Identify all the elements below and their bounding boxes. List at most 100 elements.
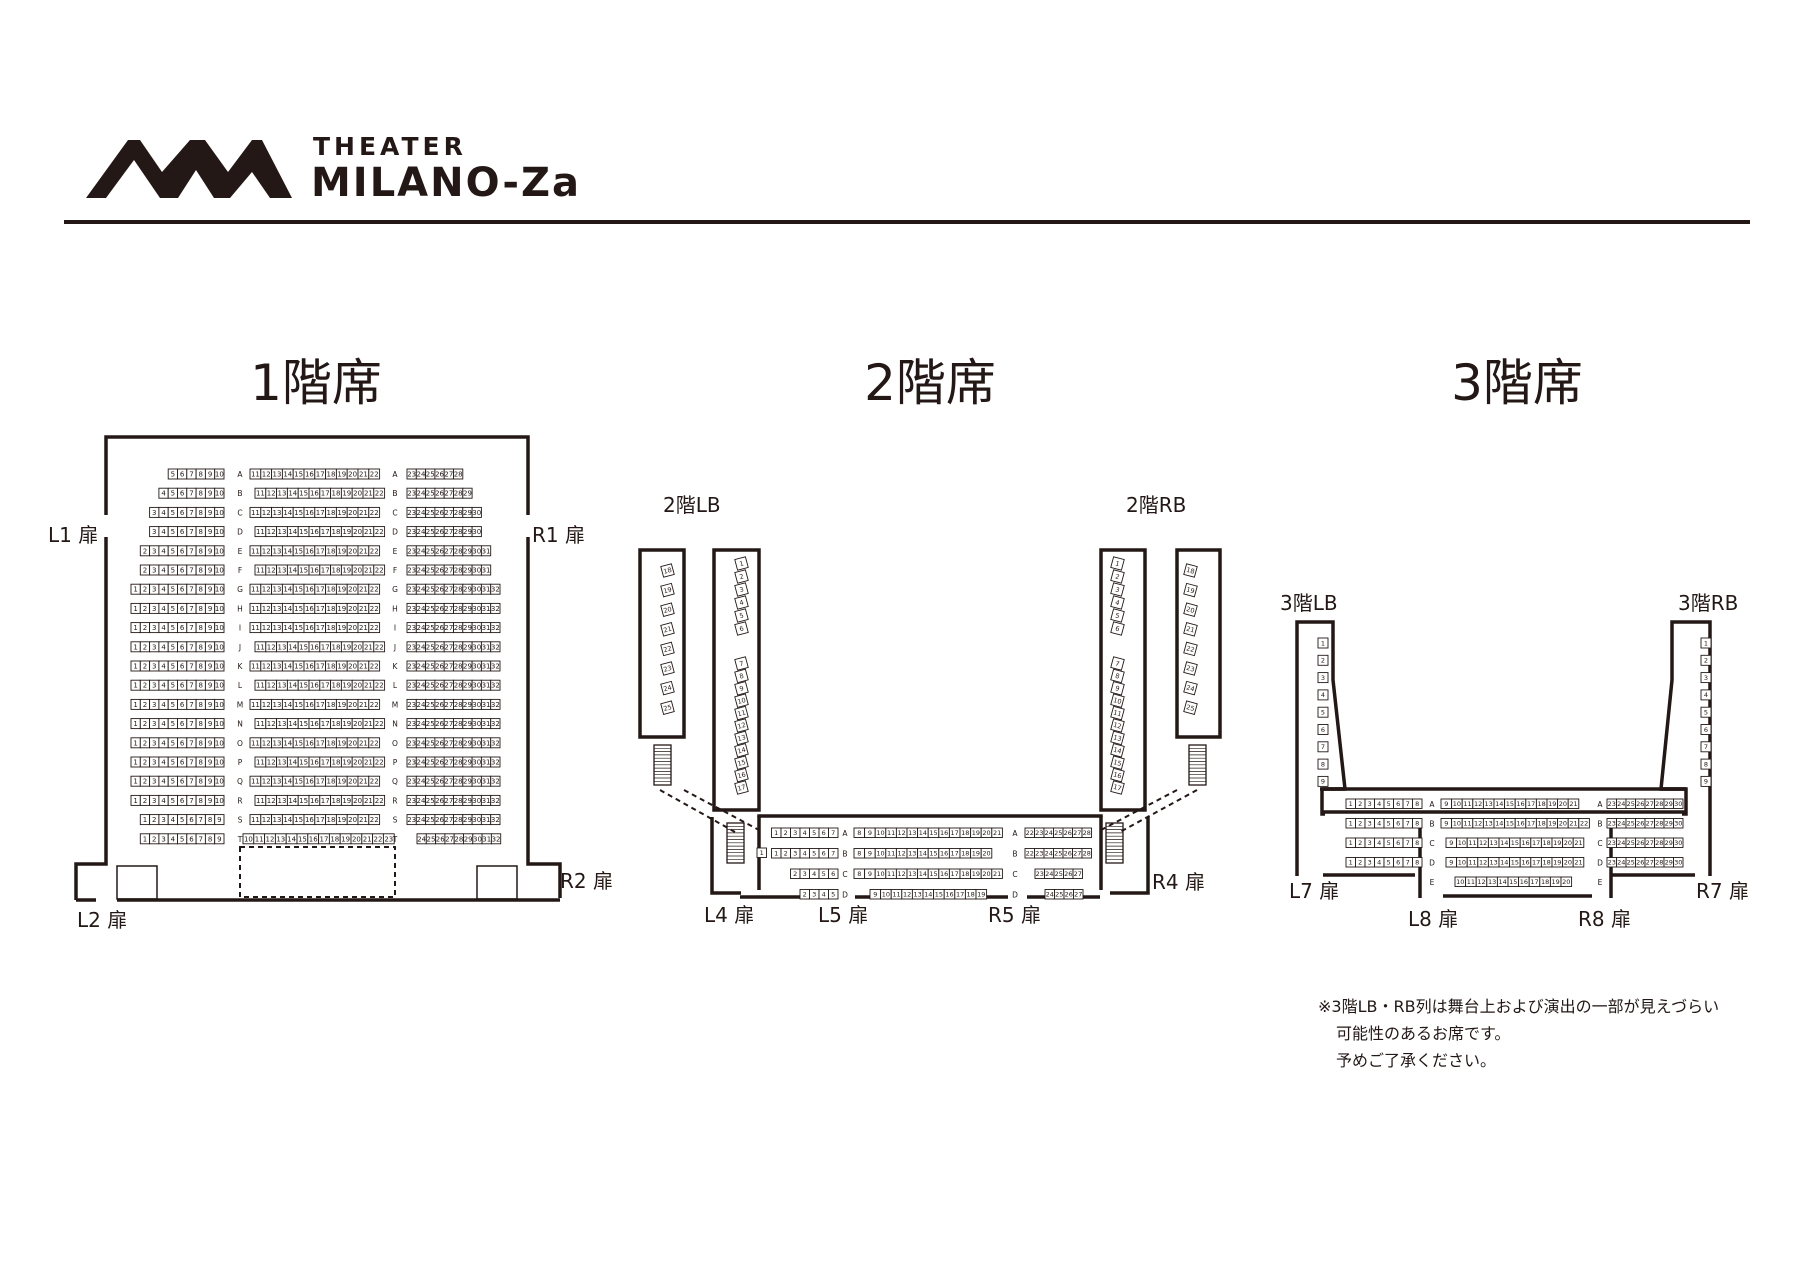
seat-1F-D-19[interactable]: 19 (340, 526, 353, 538)
seat-3F-A-21[interactable]: 21 (1567, 798, 1580, 809)
seat-2LB-7[interactable]: 7 (734, 656, 749, 671)
seat-1F-N-18[interactable]: 18 (330, 718, 342, 730)
seat-1F-J-22[interactable]: 22 (373, 641, 386, 653)
seat-1F-N-19[interactable]: 19 (340, 718, 353, 730)
seat-2F-A-13[interactable]: 13 (906, 827, 919, 838)
seat-1F-I-27[interactable]: 27 (443, 622, 454, 634)
seat-3F-D-13[interactable]: 13 (1487, 857, 1500, 868)
seat-1F-I-7[interactable]: 7 (186, 622, 197, 634)
seat-1F-L-1[interactable]: 1 (130, 679, 141, 691)
seat-3F-D-26[interactable]: 26 (1635, 857, 1646, 868)
seat-1F-S-13[interactable]: 13 (271, 814, 283, 826)
seat-1F-E-4[interactable]: 4 (158, 545, 169, 557)
seat-1F-B-4[interactable]: 4 (158, 487, 169, 499)
seat-1F-G-27[interactable]: 27 (443, 583, 454, 595)
seat-2F-C-27[interactable]: 27 (1072, 868, 1083, 879)
seat-2F-D-15[interactable]: 15 (933, 889, 945, 900)
seat-1F-H-32[interactable]: 32 (490, 602, 501, 614)
seat-1F-J-14[interactable]: 14 (286, 641, 299, 653)
seat-1F-L-31[interactable]: 31 (480, 679, 492, 691)
seat-1F-I-25[interactable]: 25 (425, 622, 436, 634)
seat-1F-S-20[interactable]: 20 (346, 814, 359, 826)
seat-1F-M-28[interactable]: 28 (453, 698, 464, 710)
seat-3RB-2[interactable]: 2 (1700, 654, 1712, 666)
seat-1F-M-12[interactable]: 12 (260, 698, 273, 710)
seat-1F-G-2[interactable]: 2 (139, 583, 151, 595)
seat-2F-D-16[interactable]: 16 (943, 889, 956, 900)
seat-3F-D-11[interactable]: 11 (1466, 857, 1479, 868)
seat-1F-L-10[interactable]: 10 (214, 679, 225, 691)
seat-3F-D-20[interactable]: 20 (1562, 857, 1574, 868)
seat-1F-C-7[interactable]: 7 (186, 506, 197, 518)
seat-3F-B-18[interactable]: 18 (1535, 818, 1548, 829)
seat-1F-E-5[interactable]: 5 (167, 545, 178, 557)
seat-1F-D-16[interactable]: 16 (308, 526, 321, 538)
seat-1F-L-4[interactable]: 4 (158, 679, 169, 691)
seat-2F-B-2[interactable]: 2 (780, 848, 791, 859)
seat-1F-F-25[interactable]: 25 (425, 564, 436, 576)
seat-1F-L-7[interactable]: 7 (186, 679, 197, 691)
seat-1F-L-13[interactable]: 13 (276, 679, 288, 691)
seat-1F-F-4[interactable]: 4 (158, 564, 169, 576)
seat-1F-S-26[interactable]: 26 (434, 814, 445, 826)
seat-3F-C-9[interactable]: 9 (1445, 837, 1458, 848)
seat-1F-H-31[interactable]: 31 (480, 602, 492, 614)
seat-3F-A-20[interactable]: 20 (1557, 798, 1569, 809)
seat-1F-E-31[interactable]: 31 (480, 545, 492, 557)
seat-1F-M-2[interactable]: 2 (139, 698, 151, 710)
seat-1F-A-10[interactable]: 10 (214, 468, 225, 480)
seat-2F-A-27[interactable]: 27 (1072, 827, 1083, 838)
seat-1F-C-6[interactable]: 6 (177, 506, 188, 518)
seat-3F-C-2[interactable]: 2 (1355, 837, 1366, 848)
seat-3RB-1[interactable]: 1 (1700, 637, 1712, 649)
seat-1F-T-22[interactable]: 22 (372, 833, 384, 845)
seat-1F-M-19[interactable]: 19 (335, 698, 348, 710)
seat-2LB-2[interactable]: 2 (734, 569, 749, 584)
seat-1F-R-23[interactable]: 23 (406, 794, 417, 806)
seat-1F-F-16[interactable]: 16 (308, 564, 321, 576)
seat-1F-P-5[interactable]: 5 (167, 756, 178, 768)
seat-1F-H-20[interactable]: 20 (346, 602, 359, 614)
seat-2RB-23[interactable]: 23 (1183, 661, 1198, 676)
seat-1F-G-9[interactable]: 9 (204, 583, 216, 595)
seat-1F-G-21[interactable]: 21 (357, 583, 370, 595)
seat-1F-J-4[interactable]: 4 (158, 641, 169, 653)
seat-2F-C-20[interactable]: 20 (980, 868, 993, 879)
seat-1F-J-3[interactable]: 3 (149, 641, 160, 653)
seat-1F-F-26[interactable]: 26 (434, 564, 445, 576)
seat-1F-T-32[interactable]: 32 (490, 833, 502, 845)
seat-3F-A-4[interactable]: 4 (1374, 798, 1385, 809)
seat-1F-Q-1[interactable]: 1 (130, 775, 141, 787)
seat-1F-M-7[interactable]: 7 (186, 698, 197, 710)
seat-3F-A-12[interactable]: 12 (1472, 798, 1484, 809)
seat-3F-B-13[interactable]: 13 (1482, 818, 1495, 829)
seat-1F-B-13[interactable]: 13 (276, 487, 288, 499)
seat-3F-A-27[interactable]: 27 (1644, 798, 1655, 809)
seat-2F-A-19[interactable]: 19 (970, 827, 982, 838)
seat-3F-A-18[interactable]: 18 (1535, 798, 1548, 809)
seat-1F-C-24[interactable]: 24 (415, 506, 427, 518)
seat-1F-M-11[interactable]: 11 (249, 698, 262, 710)
seat-2F-C-9[interactable]: 9 (864, 868, 876, 879)
seat-2F-A-17[interactable]: 17 (948, 827, 961, 838)
seat-2LB-18[interactable]: 18 (660, 563, 675, 578)
seat-1F-Q-13[interactable]: 13 (271, 775, 283, 787)
seat-3RB-3[interactable]: 3 (1700, 672, 1712, 684)
seat-3F-B-8[interactable]: 8 (1412, 818, 1423, 829)
seat-3F-C-11[interactable]: 11 (1466, 837, 1479, 848)
seat-3LB-1[interactable]: 1 (1317, 637, 1329, 649)
seat-3F-E-18[interactable]: 18 (1539, 876, 1551, 887)
seat-2LB-16[interactable]: 16 (734, 767, 749, 783)
seat-1F-R-3[interactable]: 3 (149, 794, 160, 806)
seat-1F-F-30[interactable]: 30 (471, 564, 482, 576)
seat-1F-J-28[interactable]: 28 (453, 641, 464, 653)
seat-1F-F-10[interactable]: 10 (214, 564, 225, 576)
seat-1F-S-9[interactable]: 9 (214, 814, 225, 826)
seat-2F-B-6[interactable]: 6 (818, 848, 829, 859)
seat-2LB-17[interactable]: 17 (734, 780, 749, 795)
seat-1F-K-11[interactable]: 11 (249, 660, 262, 672)
seat-1F-H-18[interactable]: 18 (325, 602, 337, 614)
seat-1F-B-23[interactable]: 23 (406, 487, 417, 499)
seat-1F-P-13[interactable]: 13 (276, 756, 288, 768)
seat-1F-C-28[interactable]: 28 (453, 506, 464, 518)
